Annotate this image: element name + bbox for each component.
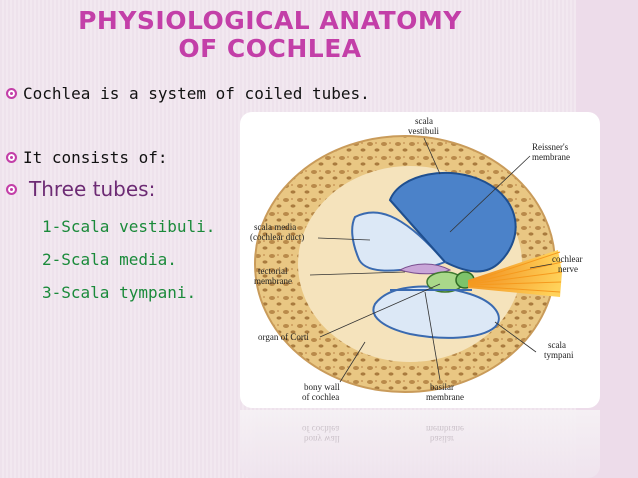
reflection-label-basilar: basilar xyxy=(430,434,454,444)
nerve-fibers xyxy=(469,251,563,293)
label-bony-wall: bony wall xyxy=(304,382,340,392)
cochlear-nerve-shape xyxy=(468,250,562,297)
cochlea-diagram-svg: scala vestibuli Reissner's membrane scal… xyxy=(250,116,582,402)
sub-item-scala-media: 2-Scala media. xyxy=(42,250,177,269)
label-basilar-membrane: basilar xyxy=(430,382,454,392)
label-scala-vestibuli: scala xyxy=(415,116,433,126)
label-reissners-membrane-2: membrane xyxy=(532,152,570,162)
bullet-item: Three tubes: xyxy=(6,177,155,201)
label-scala-media-2: (cochlear duct) xyxy=(250,232,304,242)
reflection-label-basilar-2: membrane xyxy=(426,424,464,434)
tectorial-membrane-shape xyxy=(398,263,452,275)
label-cochlear-nerve: cochlear xyxy=(552,254,582,264)
sub-item-scala-tympani: 3-Scala tympani. xyxy=(42,283,197,302)
bullet-icon xyxy=(6,183,17,195)
reissners-membrane-line xyxy=(389,199,446,263)
label-reissners-membrane: Reissner's xyxy=(532,142,569,152)
label-scala-media: scala media xyxy=(254,222,296,232)
slide-title-line1: PHYSIOLOGICAL ANATOMY xyxy=(78,6,462,35)
bullet-icon xyxy=(6,88,17,99)
label-scala-tympani-2: tympani xyxy=(544,350,574,360)
bullet-text: Cochlea is a system of coiled tubes. xyxy=(23,84,370,103)
label-cochlear-nerve-2: nerve xyxy=(558,264,578,274)
figure-reflection: bony wall of cochlea basilar membrane xyxy=(240,410,600,478)
label-bony-wall-2: of cochlea xyxy=(302,392,339,402)
reflection-label-bony-wall-2: of cochlea xyxy=(302,424,339,434)
scala-vestibuli-shape xyxy=(388,171,517,273)
slide-title-line2: OF COCHLEA xyxy=(178,34,362,63)
reflection-label-bony-wall: bony wall xyxy=(304,434,340,444)
label-tectorial-membrane: tectorial xyxy=(258,266,288,276)
label-scala-vestibuli-2: vestibuli xyxy=(408,126,439,136)
label-scala-tympani: scala xyxy=(548,340,566,350)
bullet-item: Cochlea is a system of coiled tubes. xyxy=(6,84,370,103)
bullet-text: Three tubes: xyxy=(29,177,156,201)
bullet-text: It consists of: xyxy=(23,148,168,167)
figure-reflection-svg: bony wall of cochlea basilar membrane xyxy=(302,424,464,444)
pointer-lines xyxy=(309,137,553,383)
cochlea-diagram: scala vestibuli Reissner's membrane scal… xyxy=(240,112,600,408)
bullet-item: It consists of: xyxy=(6,148,168,167)
bullet-icon xyxy=(6,152,17,163)
label-organ-of-corti: organ of Corti xyxy=(258,332,309,342)
label-tectorial-membrane-2: membrane xyxy=(254,276,292,286)
label-basilar-membrane-2: membrane xyxy=(426,392,464,402)
sub-item-scala-vestibuli: 1-Scala vestibuli. xyxy=(42,217,216,236)
